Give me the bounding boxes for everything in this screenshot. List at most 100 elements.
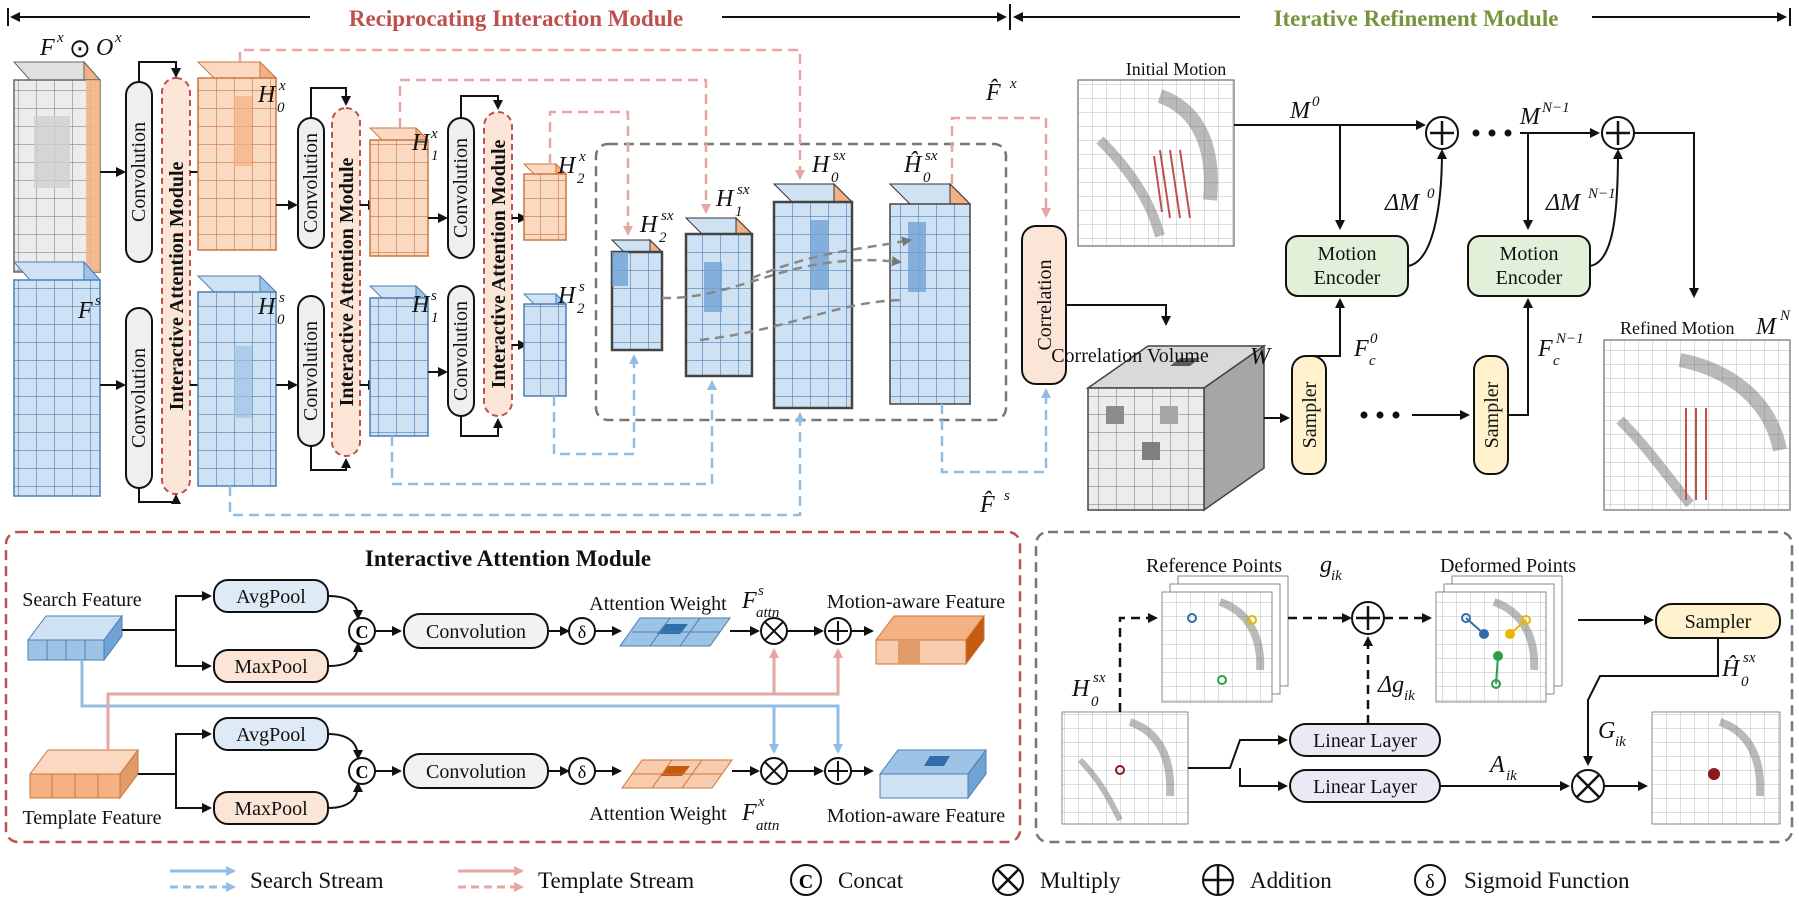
svg-text:Concat: Concat <box>838 868 904 893</box>
rim-section-title: Reciprocating Interaction Module <box>349 6 683 31</box>
svg-text:s: s <box>579 279 585 295</box>
svg-text:Motion: Motion <box>1318 243 1377 265</box>
iam-block-2 <box>331 107 361 457</box>
svg-text:x: x <box>278 78 286 94</box>
svg-text:Addition: Addition <box>1250 868 1332 893</box>
svg-text:C: C <box>799 871 813 893</box>
svg-text:Convolution: Convolution <box>300 321 322 421</box>
m0-label: M <box>1289 98 1312 124</box>
svg-text:g: g <box>1320 552 1332 578</box>
h0sx-hat-label: Ĥ <box>903 152 923 178</box>
aik-label: A <box>1488 752 1505 778</box>
h0sx-label: H <box>811 152 831 178</box>
legend-search-stream: Search Stream <box>170 866 384 893</box>
svg-text:Interactive Attention Module: Interactive Attention Module <box>336 157 358 406</box>
svg-text:ik: ik <box>1615 734 1626 750</box>
motion-aware-top-tensor <box>875 614 985 666</box>
svg-text:sx: sx <box>737 182 750 198</box>
h0s-label: H <box>257 294 277 320</box>
h1x-tensor <box>368 126 430 258</box>
svg-text:sx: sx <box>661 208 674 224</box>
h1sx-label: H <box>715 186 735 212</box>
h1sx-tensor <box>684 216 754 378</box>
h2s-label: H <box>557 283 577 309</box>
reference-points-image <box>1161 575 1289 703</box>
svg-text:M: M <box>1755 314 1778 340</box>
svg-text:Convolution: Convolution <box>450 301 472 401</box>
gik-label: G <box>1598 718 1615 744</box>
svg-text:Interactive Attention Module: Interactive Attention Module <box>166 161 188 410</box>
svg-text:0: 0 <box>277 312 285 328</box>
svg-text:2: 2 <box>659 230 667 246</box>
h0sx-tensor <box>772 182 854 410</box>
search-input-tensor <box>12 260 102 498</box>
svg-text:s: s <box>279 290 285 306</box>
h2sx-label: H <box>639 212 659 238</box>
svg-text:sx: sx <box>925 148 938 164</box>
svg-text:N−1: N−1 <box>1541 100 1570 116</box>
fhat-s-label: F̂ <box>979 491 995 518</box>
svg-text:1: 1 <box>431 148 439 164</box>
svg-text:AvgPool: AvgPool <box>236 724 306 746</box>
svg-text:Convolution: Convolution <box>128 122 150 222</box>
correlation-volume-label: Correlation Volume <box>1051 345 1209 367</box>
legend: Search Stream Template Stream C Concat M… <box>170 864 1630 896</box>
irm-panel: Initial Motion M 0 M N−1 Motion E <box>1051 59 1791 512</box>
svg-text:s: s <box>1004 488 1010 504</box>
svg-text:0: 0 <box>1091 694 1099 710</box>
svg-text:0: 0 <box>1370 331 1378 347</box>
motion-aware-bottom-label: Motion-aware Feature <box>827 805 1005 827</box>
svg-text:x: x <box>114 30 122 46</box>
svg-text:Convolution: Convolution <box>128 348 150 448</box>
fhat-x-label: F̂ <box>985 79 1001 106</box>
svg-text:ik: ik <box>1506 768 1517 784</box>
legend-addition: Addition <box>1202 864 1332 896</box>
dmN1-label: ΔM <box>1545 190 1582 216</box>
h2x-label: H <box>557 153 577 179</box>
svg-text:s: s <box>758 583 764 599</box>
iam-detail-title: Interactive Attention Module <box>365 546 651 571</box>
svg-text:x: x <box>757 794 765 810</box>
h2sx-tensor <box>610 238 664 352</box>
h2s-tensor <box>522 292 568 398</box>
fcN1-label: F <box>1537 336 1553 362</box>
h0x-tensor <box>196 60 278 252</box>
deformed-points-label: Deformed Points <box>1440 555 1576 577</box>
attention-weight-top-label: Attention Weight <box>589 593 727 615</box>
search-feature-tensor <box>27 614 123 662</box>
h1s-label: H <box>411 292 431 318</box>
refined-motion-image <box>1603 339 1791 511</box>
svg-text:0: 0 <box>1427 186 1435 202</box>
svg-text:Convolution: Convolution <box>426 621 526 643</box>
svg-text:Sampler: Sampler <box>1481 381 1503 448</box>
svg-text:0: 0 <box>277 100 285 116</box>
svg-text:x: x <box>578 149 586 165</box>
attention-weight-bottom-label: Attention Weight <box>589 803 727 825</box>
attention-weight-top-map <box>619 617 731 647</box>
search-feature-label: Search Feature <box>22 589 142 611</box>
header: Reciprocating Interaction Module Iterati… <box>7 4 1791 31</box>
svg-text:x: x <box>430 126 438 142</box>
svg-text:δ: δ <box>1425 871 1434 893</box>
template-input-tensor <box>12 60 102 274</box>
h0sx-hat-output-label: Ĥ <box>1721 656 1741 682</box>
initial-motion-image <box>1077 79 1235 247</box>
svg-text:δ: δ <box>578 622 586 642</box>
h1x-label: H <box>411 130 431 156</box>
svg-text:1: 1 <box>431 310 439 326</box>
svg-text:x: x <box>1009 76 1017 92</box>
fc0-label: F <box>1353 336 1369 362</box>
svg-text:Correlation: Correlation <box>1034 259 1056 350</box>
svg-text:MaxPool: MaxPool <box>234 798 308 820</box>
svg-text:0: 0 <box>1741 674 1749 690</box>
svg-text:N: N <box>1779 308 1791 324</box>
reference-points-label: Reference Points <box>1146 555 1282 577</box>
svg-text:Template Stream: Template Stream <box>538 868 694 893</box>
svg-text:W: W <box>1250 344 1272 370</box>
svg-text:Search Stream: Search Stream <box>250 868 384 893</box>
initial-motion-label: Initial Motion <box>1126 59 1227 79</box>
svg-text:Convolution: Convolution <box>426 761 526 783</box>
svg-text:Sampler: Sampler <box>1299 381 1321 448</box>
h1s-tensor <box>368 284 430 438</box>
